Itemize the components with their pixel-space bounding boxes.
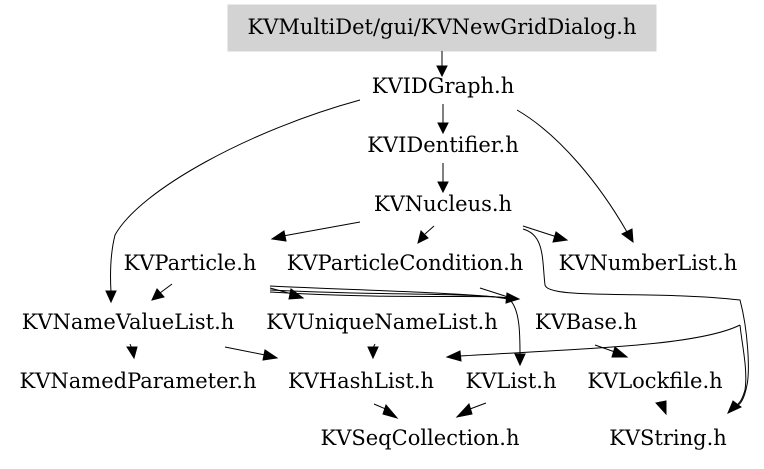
arrow-kvparticle-kvlist xyxy=(514,353,526,367)
edge-kvnucleus-kvstring xyxy=(522,228,749,406)
root-node-box xyxy=(227,4,657,52)
edge-kvnucleus-kvparticlecondition xyxy=(424,225,435,235)
edge-kvidgraph-kvnumberlist xyxy=(516,109,628,233)
arrow-kvbase-kvlockfile xyxy=(611,346,629,358)
node-kvnumberlist[interactable]: KVNumberList.h xyxy=(559,251,738,275)
edge-kvidgraph-kvnamevaluelist xyxy=(110,99,361,293)
node-kvidentifier[interactable]: KVIDentifier.h xyxy=(367,133,518,157)
arrow-kvnucleus-kvnumberlist xyxy=(552,231,569,243)
edge-kvparticle-kvstring xyxy=(269,291,511,299)
arrow-kvidgraph-kvnumberlist xyxy=(621,228,634,244)
node-kvstring[interactable]: KVString.h xyxy=(609,426,727,450)
edges xyxy=(105,51,749,419)
arrow-kvlockfile-kvstring xyxy=(655,400,667,416)
node-kvbase[interactable]: KVBase.h xyxy=(535,310,637,334)
edge-right-kvhashlist xyxy=(459,324,741,357)
node-kvnamevaluelist[interactable]: KVNameValueList.h xyxy=(22,310,235,334)
arrow-kvidentifier-kvnucleus xyxy=(437,181,449,194)
arrow-kvnamevaluelist-kvnamedparameter xyxy=(126,346,138,360)
edge-kvnucleus-kvparticle xyxy=(282,221,361,237)
node-kvnewgriddialog[interactable]: KVMultiDet/gui/KVNewGridDialog.h xyxy=(248,15,637,39)
edge-kvlist-kvseqcollection xyxy=(469,402,487,410)
node-kvhashlist[interactable]: KVHashList.h xyxy=(288,369,434,393)
edge-kvparticlecondition-kvbase xyxy=(479,287,509,298)
node-kvnamedparameter[interactable]: KVNamedParameter.h xyxy=(20,369,257,393)
arrow-kvnucleus-kvparticlecondition xyxy=(417,230,429,244)
edge-kvnamevaluelist-kvhashlist xyxy=(224,346,266,356)
arrow-kvlist-kvseqcollection xyxy=(455,403,473,418)
edge-kvparticle-kvnamevaluelist xyxy=(159,283,173,294)
arrow-kvidgraph-kvnamevaluelist xyxy=(105,290,117,304)
arrow-kvnucleus-kvparticle xyxy=(270,230,287,242)
arrow-right-kvhashlist xyxy=(445,350,462,362)
arrow-kvidgraph-kvidentifier xyxy=(437,122,449,135)
arrow-kvhashlist-kvseqcollection xyxy=(382,403,399,419)
node-kvseqcollection[interactable]: KVSeqCollection.h xyxy=(321,426,520,450)
node-kvparticlecondition[interactable]: KVParticleCondition.h xyxy=(287,251,524,275)
arrow-kvparticle-kvnamevaluelist xyxy=(151,288,165,301)
edge-right-kvstring xyxy=(737,324,747,405)
edge-kvnucleus-kvnumberlist xyxy=(522,225,558,238)
arrow-kvnamevaluelist-kvhashlist xyxy=(262,349,279,361)
arrow-kvuniquenamelist-kvhashlist xyxy=(367,346,379,360)
arrow-right-kvstring xyxy=(727,400,742,414)
edge-kvbase-kvlockfile xyxy=(594,344,616,353)
node-kvuniquenamelist[interactable]: KVUniqueNameList.h xyxy=(266,310,498,334)
node-kvidgraph[interactable]: KVIDGraph.h xyxy=(372,74,515,98)
node-kvlist[interactable]: KVList.h xyxy=(466,369,557,393)
node-kvlockfile[interactable]: KVLockfile.h xyxy=(587,369,722,393)
node-kvparticle[interactable]: KVParticle.h xyxy=(124,251,257,275)
arrow-root-kvidgraph xyxy=(436,65,448,78)
node-kvnucleus[interactable]: KVNucleus.h xyxy=(374,192,512,216)
